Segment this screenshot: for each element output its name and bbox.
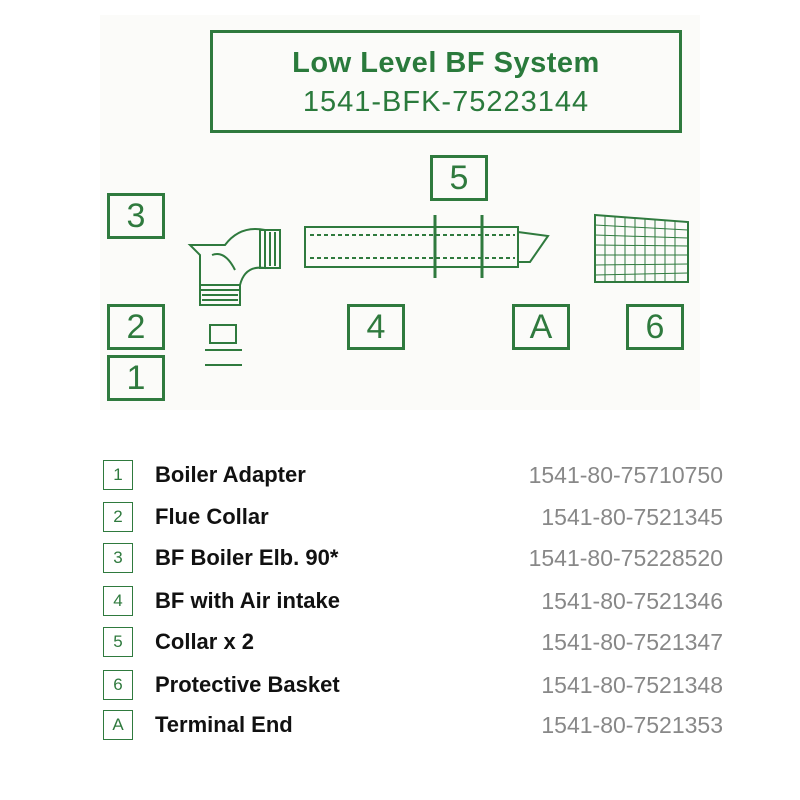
list-item: 3 BF Boiler Elb. 90* 1541-80-75228520 bbox=[103, 541, 733, 573]
part-name: Terminal End bbox=[155, 712, 293, 737]
part-code: 1541-80-7521347 bbox=[541, 629, 723, 655]
system-title: Low Level BF System bbox=[292, 47, 600, 79]
list-item: A Terminal End 1541-80-7521353 bbox=[103, 708, 733, 740]
part-code: 1541-80-7521345 bbox=[541, 504, 723, 530]
protective-basket-drawing bbox=[594, 213, 689, 283]
part-name: Collar x 2 bbox=[155, 629, 255, 654]
part-name: Protective Basket bbox=[155, 672, 340, 697]
part-key: 2 bbox=[103, 502, 133, 532]
list-item: 6 Protective Basket 1541-80-7521348 bbox=[103, 668, 733, 700]
list-item: 1 Boiler Adapter 1541-80-75710750 bbox=[103, 458, 733, 490]
list-item: 5 Collar x 2 1541-80-7521347 bbox=[103, 625, 733, 657]
part-name: Flue Collar bbox=[155, 504, 269, 529]
boiler-adapter-drawing bbox=[205, 324, 242, 366]
label-box-2: 2 bbox=[107, 304, 165, 350]
flue-collar-drawing bbox=[199, 284, 241, 306]
system-code: 1541-BFK-75223144 bbox=[302, 86, 590, 118]
air-intake-pipe-drawing bbox=[304, 215, 550, 278]
system-title-box: Low Level BF System 1541-BFK-75223144 bbox=[210, 30, 682, 133]
parts-drawing bbox=[187, 213, 689, 366]
part-key: 4 bbox=[103, 586, 133, 616]
part-key: 6 bbox=[103, 670, 133, 700]
part-key: 3 bbox=[103, 543, 133, 573]
label-box-6: 6 bbox=[626, 304, 684, 350]
part-key: A bbox=[103, 710, 133, 740]
part-name: Boiler Adapter bbox=[155, 462, 306, 487]
part-code: 1541-80-7521346 bbox=[541, 588, 723, 614]
label-box-1: 1 bbox=[107, 355, 165, 401]
part-code: 1541-80-7521348 bbox=[541, 672, 723, 698]
part-code: 1541-80-75228520 bbox=[528, 545, 723, 571]
label-box-a: A bbox=[512, 304, 570, 350]
parts-diagram bbox=[100, 15, 700, 410]
label-box-5: 5 bbox=[430, 155, 488, 201]
part-key: 1 bbox=[103, 460, 133, 490]
part-name: BF Boiler Elb. 90* bbox=[155, 545, 339, 570]
part-code: 1541-80-7521353 bbox=[541, 712, 723, 738]
label-box-4: 4 bbox=[347, 304, 405, 350]
label-box-3: 3 bbox=[107, 193, 165, 239]
list-item: 4 BF with Air intake 1541-80-7521346 bbox=[103, 584, 733, 616]
part-key: 5 bbox=[103, 627, 133, 657]
list-item: 2 Flue Collar 1541-80-7521345 bbox=[103, 500, 733, 532]
part-code: 1541-80-75710750 bbox=[528, 462, 723, 488]
part-name: BF with Air intake bbox=[155, 588, 340, 613]
boiler-elbow-drawing bbox=[187, 228, 281, 291]
